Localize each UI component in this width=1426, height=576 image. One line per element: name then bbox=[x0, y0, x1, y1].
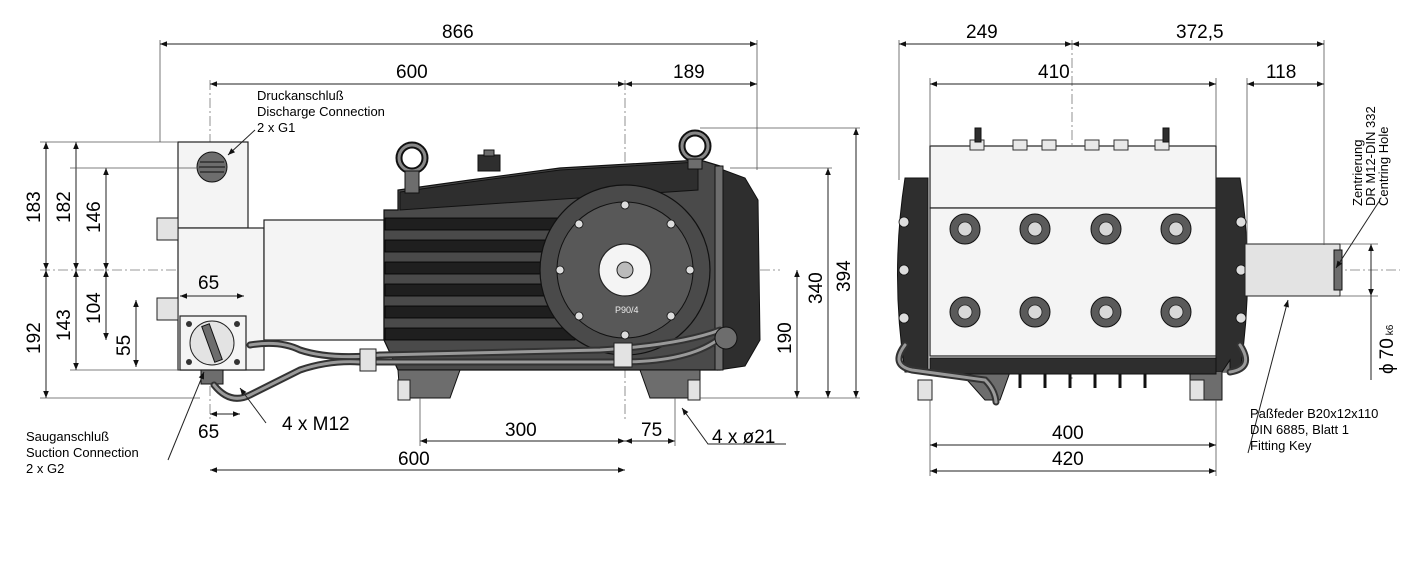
svg-text:Sauganschluß: Sauganschluß bbox=[26, 429, 109, 444]
svg-text:Fitting Key: Fitting Key bbox=[1250, 438, 1312, 453]
feet-holes-label: 4 x ø21 bbox=[712, 427, 775, 448]
dim-65-suction: 65 bbox=[198, 273, 219, 294]
front-dimension-lines bbox=[898, 40, 1381, 476]
dim-182: 182 bbox=[54, 191, 75, 223]
dim-400: 400 bbox=[1052, 423, 1084, 444]
centring-note: Zentrierung DR M12-DIN 332 Centring Hole bbox=[1350, 106, 1391, 206]
svg-text:2 x G2: 2 x G2 bbox=[26, 461, 64, 476]
svg-text:Discharge Connection: Discharge Connection bbox=[257, 104, 385, 119]
dim-143: 143 bbox=[54, 309, 75, 341]
lifting-eye-right bbox=[678, 129, 712, 170]
suction-fitting bbox=[200, 369, 224, 385]
head-plug-top bbox=[156, 217, 179, 241]
dim-118: 118 bbox=[1266, 62, 1296, 83]
oil-filler-cap bbox=[477, 154, 501, 172]
dim-183: 183 bbox=[24, 191, 45, 223]
dim-600-bottom: 600 bbox=[398, 449, 430, 470]
front-view bbox=[895, 40, 1400, 406]
dim-75: 75 bbox=[641, 420, 662, 441]
svg-text:Suction Connection: Suction Connection bbox=[26, 445, 139, 460]
bolts-label: 4 x M12 bbox=[282, 414, 350, 435]
dim-189: 189 bbox=[673, 62, 705, 83]
svg-text:Centring Hole: Centring Hole bbox=[1376, 127, 1391, 207]
dim-420: 420 bbox=[1052, 449, 1084, 470]
front-dimension-text: 249 372,5 410 118 400 420 ϕ70k6 Zentrier… bbox=[966, 22, 1398, 470]
dim-600-top: 600 bbox=[396, 62, 428, 83]
discharge-note: Druckanschluß Discharge Connection 2 x G… bbox=[257, 88, 385, 135]
dim-146: 146 bbox=[84, 201, 105, 233]
dim-410: 410 bbox=[1038, 62, 1070, 83]
dim-300: 300 bbox=[505, 420, 537, 441]
cylinder-block bbox=[263, 219, 385, 341]
svg-text:DIN 6885, Blatt 1: DIN 6885, Blatt 1 bbox=[1250, 422, 1349, 437]
shaft-diameter-label: ϕ70k6 bbox=[1377, 324, 1398, 374]
hose-fitting bbox=[714, 326, 738, 350]
svg-text:2 x G1: 2 x G1 bbox=[257, 120, 295, 135]
discharge-manifold bbox=[929, 145, 1217, 209]
hose-clamp bbox=[613, 342, 633, 368]
dim-192: 192 bbox=[24, 322, 45, 354]
side-view: P90/4 bbox=[40, 80, 780, 420]
dim-249: 249 bbox=[966, 22, 998, 43]
dim-55: 55 bbox=[114, 335, 135, 356]
svg-text:Zentrierung: Zentrierung bbox=[1350, 140, 1365, 206]
head-plug-bottom bbox=[156, 297, 179, 321]
side-dimension-text: 866 600 189 183 182 146 192 143 104 55 6… bbox=[24, 22, 855, 470]
valve-plugs bbox=[949, 213, 1192, 328]
dim-overall-866: 866 bbox=[442, 22, 474, 43]
fitting-key-note: Paßfeder B20x12x110 DIN 6885, Blatt 1 Fi… bbox=[1250, 406, 1378, 453]
dim-372-5: 372,5 bbox=[1176, 22, 1224, 43]
dim-65-bottom: 65 bbox=[198, 422, 219, 443]
lifting-eye-left bbox=[395, 141, 429, 194]
dim-340: 340 bbox=[806, 272, 827, 304]
svg-text:Paßfeder B20x12x110: Paßfeder B20x12x110 bbox=[1250, 406, 1378, 421]
nameplate-label: P90/4 bbox=[615, 305, 639, 315]
svg-text:ϕ70k6: ϕ70k6 bbox=[1377, 324, 1398, 374]
base-frame bbox=[929, 357, 1217, 375]
dim-394: 394 bbox=[834, 260, 855, 292]
svg-text:Druckanschluß: Druckanschluß bbox=[257, 88, 344, 103]
dim-190: 190 bbox=[775, 322, 796, 354]
side-dimension-lines bbox=[40, 40, 860, 473]
suction-note: Sauganschluß Suction Connection 2 x G2 bbox=[26, 429, 139, 476]
dim-104: 104 bbox=[84, 292, 105, 324]
shaft-end-front bbox=[1244, 243, 1341, 297]
svg-text:DR M12-DIN 332: DR M12-DIN 332 bbox=[1363, 106, 1378, 206]
